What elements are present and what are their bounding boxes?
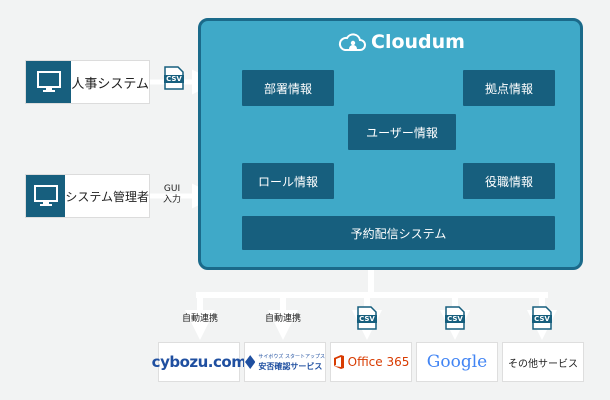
brand-name: Cloudum xyxy=(371,31,465,53)
node-role: ロール情報 xyxy=(242,163,334,199)
brand-logo: Cloudum xyxy=(338,31,465,53)
service-subtitle: サイボウズ スタートアップス xyxy=(258,354,325,360)
service-name: Office 365 xyxy=(347,355,410,369)
node-scheduler: 予約配信システム xyxy=(242,216,555,250)
service-name: cybozu.com xyxy=(151,353,247,371)
csv-tag: CSV xyxy=(359,315,375,323)
node-user: ユーザー情報 xyxy=(348,114,456,150)
service-safety-check: サイボウズ スタートアップス 安否確認サービス xyxy=(244,342,326,382)
csv-file-icon xyxy=(163,66,185,94)
office-logo-icon xyxy=(333,355,344,369)
source-hr-system: 人事システム xyxy=(25,60,150,104)
service-office365: Office 365 xyxy=(330,342,412,382)
cloud-icon xyxy=(338,33,366,51)
source-label: 人事システム xyxy=(71,76,149,92)
service-google: Google xyxy=(416,342,498,382)
auto-link-tag: 自動連携 xyxy=(181,314,218,324)
csv-file-icon xyxy=(531,306,553,334)
service-cybozu: cybozu.com xyxy=(152,342,247,382)
csv-file-icon xyxy=(356,306,378,334)
service-name: Google xyxy=(426,352,488,372)
source-system-admin: システム管理者 xyxy=(25,174,150,218)
auto-link-tag: 自動連携 xyxy=(264,314,301,324)
csv-tag: CSV xyxy=(534,315,550,323)
cybozu-startups-logo-icon xyxy=(245,355,256,369)
node-location: 拠点情報 xyxy=(463,70,555,106)
source-label: システム管理者 xyxy=(65,189,149,204)
node-position: 役職情報 xyxy=(463,163,555,199)
service-other: その他サービス xyxy=(502,342,584,382)
csv-tag: CSV xyxy=(447,315,463,323)
csv-file-icon xyxy=(444,306,466,334)
service-name: その他サービス xyxy=(508,358,578,370)
computer-icon xyxy=(26,61,72,103)
computer-icon xyxy=(26,175,66,217)
node-department: 部署情報 xyxy=(242,70,334,106)
service-name: 安否確認サービス xyxy=(258,362,323,371)
gui-input-tag: GUI 入力 xyxy=(162,184,181,205)
csv-tag: CSV xyxy=(166,75,182,83)
